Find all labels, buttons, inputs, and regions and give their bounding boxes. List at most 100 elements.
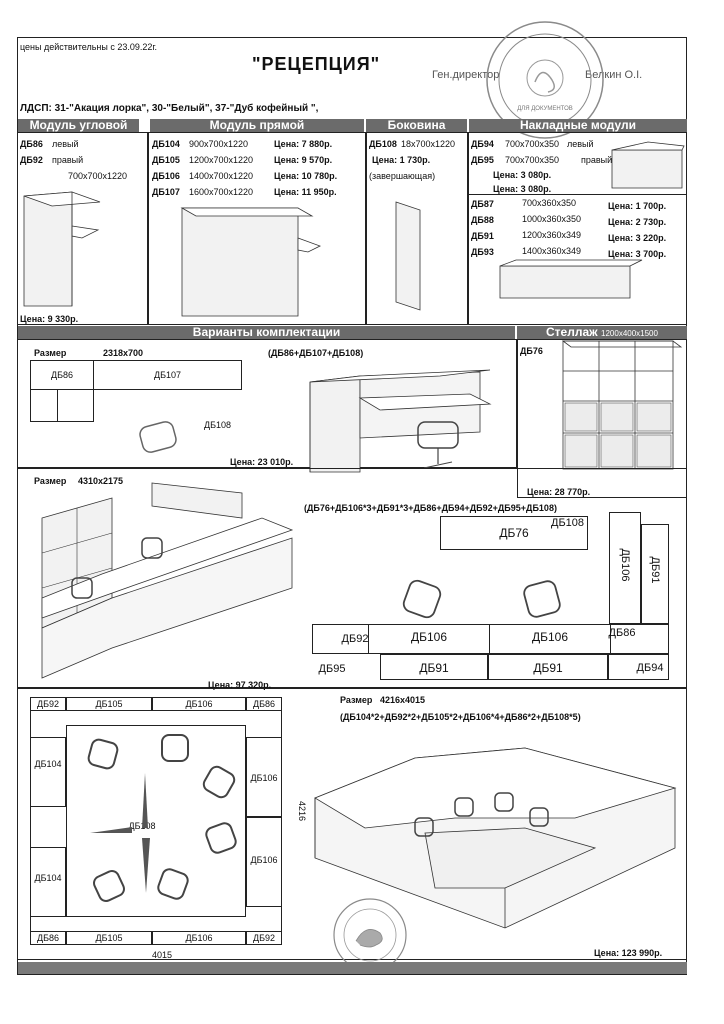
- variant2-plan-vert: [641, 524, 669, 624]
- variant3-chairs-drawing: [87, 734, 237, 902]
- straight-size-3: 1400x700x1220: [189, 171, 254, 181]
- rack-price: Цена: 28 770р.: [527, 487, 591, 497]
- overhead-corner-price-2: Цена: 3 080р.: [493, 184, 552, 194]
- section-overhead-modules: Накладные модули: [469, 119, 687, 132]
- overhead-corner-desc-1: левый: [567, 139, 594, 149]
- straight-size-2: 1200x700x1220: [189, 155, 254, 165]
- variant2-reception-drawing: [41, 482, 294, 679]
- plan-label: ДБ86: [50, 370, 73, 380]
- variant3-box: [17, 688, 687, 960]
- plan-cell: [608, 654, 669, 680]
- chair-icon: [402, 579, 442, 619]
- variant2-plan-row1: ДБ92 ДБ106 ДБ106 ДБ86: [312, 624, 669, 654]
- page-title: "РЕЦЕПЦИЯ": [252, 54, 381, 74]
- rack-box: [517, 339, 687, 498]
- straight-price-4: Цена: 11 950р.: [274, 187, 337, 197]
- plan-label: ДБ92: [341, 633, 369, 645]
- section-corner-module: Модуль угловой: [18, 119, 139, 132]
- plan-cell: [246, 697, 282, 711]
- plan-label: ДБ94: [636, 662, 664, 674]
- plan-label: ДБ91: [419, 661, 449, 675]
- plan-cell: [57, 389, 94, 422]
- variant3-plan: ДБ92 ДБ105 ДБ106 ДБ86 ДБ86 ДБ105 ДБ106 Д…: [30, 697, 282, 945]
- chair-icon: [139, 421, 177, 453]
- plan-label: ДБ92: [252, 933, 275, 943]
- overhead-corner-code-2: ДБ95: [471, 155, 494, 165]
- straight-size-1: 900x700x1220: [189, 139, 249, 149]
- rack-title: Стеллаж: [546, 325, 598, 339]
- svg-text:ДЛЯ ДОКУМЕНТОВ: ДЛЯ ДОКУМЕНТОВ: [517, 106, 573, 112]
- overhead-corner-drawing: [611, 141, 685, 189]
- section-variants: Варианты комплектации: [18, 326, 515, 339]
- plan-cell: [30, 931, 66, 945]
- plan-label: ДБ106: [250, 773, 278, 783]
- overhead-corner-size-2: 700x700x350: [505, 155, 560, 165]
- variant3-size-label: Размер: [340, 695, 373, 705]
- overhead-straight-drawing: [499, 259, 643, 299]
- variant1-size-label: Размер: [34, 348, 67, 358]
- section-rack: Стеллаж 1200x400x1500: [517, 326, 687, 340]
- variant2-formula: (ДБ76+ДБ106*3+ДБ91*3+ДБ86+ДБ94+ДБ92+ДБ95…: [304, 503, 557, 513]
- rack-size: 1200x400x1500: [601, 329, 658, 338]
- variant2-size-label: Размер: [34, 476, 67, 486]
- overhead-straight-price-2: Цена: 2 730р.: [608, 217, 667, 227]
- plan-label: ДБ106: [250, 855, 278, 865]
- variant1-reception-drawing: [309, 369, 492, 473]
- variant2-plan-vert-label: ДБ106: [619, 548, 631, 582]
- variant2-plan-row2: ДБ95 ДБ91 ДБ91 ДБ94: [312, 654, 669, 680]
- straight-module-drawing: [180, 207, 322, 317]
- side-size: 18x700x1220: [401, 139, 456, 149]
- overhead-straight-code-3: ДБ91: [471, 231, 494, 241]
- plan-center-label: ДБ108: [128, 821, 156, 831]
- overhead-modules-box: [468, 132, 687, 325]
- plan-cell: [380, 654, 488, 680]
- corner-desc-1: левый: [52, 139, 79, 149]
- plan-inner: [66, 725, 246, 917]
- plan-cell: [93, 360, 242, 390]
- variant2-plan-vert-label: ДБ91: [649, 556, 661, 584]
- section-side-panel: Боковина: [366, 119, 467, 132]
- straight-code-3: ДБ106: [152, 171, 180, 181]
- variant1-plan-side-label: ДБ108: [204, 420, 232, 430]
- overhead-corner-size-1: 700x700x350: [505, 139, 560, 149]
- straight-code-1: ДБ104: [152, 139, 180, 149]
- variant1-size: 2318x700: [103, 348, 144, 358]
- plan-label: ДБ104: [34, 759, 62, 769]
- rack-code: ДБ76: [520, 346, 543, 356]
- corner-price: Цена: 9 330р.: [20, 314, 79, 324]
- plan-cell: [30, 737, 66, 807]
- side-panel-drawing: [395, 201, 421, 311]
- variant2-plan-rack: [440, 516, 588, 550]
- plan-label: ДБ106: [185, 699, 213, 709]
- overhead-straight-size-3: 1200x360x349: [522, 230, 582, 240]
- rack-drawing: [561, 340, 683, 470]
- plan-label: ДБ86: [252, 699, 275, 709]
- plan-cell: [488, 654, 608, 680]
- variant3-dim-bottom: 4015: [152, 950, 173, 960]
- overhead-straight-code-1: ДБ87: [471, 199, 494, 209]
- straight-price-1: Цена: 7 880р.: [274, 139, 333, 149]
- overhead-corner-code-1: ДБ94: [471, 139, 494, 149]
- side-code: ДБ108: [369, 139, 397, 149]
- variant1-plan: ДБ86 ДБ107: [30, 360, 242, 422]
- plan-cell: [152, 697, 246, 711]
- overhead-divider: [468, 194, 687, 195]
- variant1-price: Цена: 23 010р.: [230, 457, 294, 467]
- plan-label: ДБ91: [533, 661, 563, 675]
- plan-label: ДБ104: [34, 873, 62, 883]
- footer-strip: [18, 962, 687, 974]
- corner-size: 700x700x1220: [68, 171, 128, 181]
- section-straight-module: Модуль прямой: [150, 119, 364, 132]
- plan-cell: [30, 697, 66, 711]
- side-price: Цена: 1 730р.: [372, 155, 431, 165]
- straight-price-2: Цена: 9 570р.: [274, 155, 333, 165]
- overhead-straight-code-2: ДБ88: [471, 215, 494, 225]
- director-name: Белкин О.І.: [585, 69, 643, 81]
- overhead-straight-price-3: Цена: 3 220р.: [608, 233, 667, 243]
- prices-valid-text: цены действительны с 23.09.22г.: [20, 42, 158, 52]
- plan-label: ДБ106: [531, 630, 569, 644]
- plan-label: ДБ106: [410, 630, 448, 644]
- plan-label: ДБ92: [36, 699, 59, 709]
- plan-cell: [246, 817, 282, 907]
- side-panel-box: [366, 132, 468, 325]
